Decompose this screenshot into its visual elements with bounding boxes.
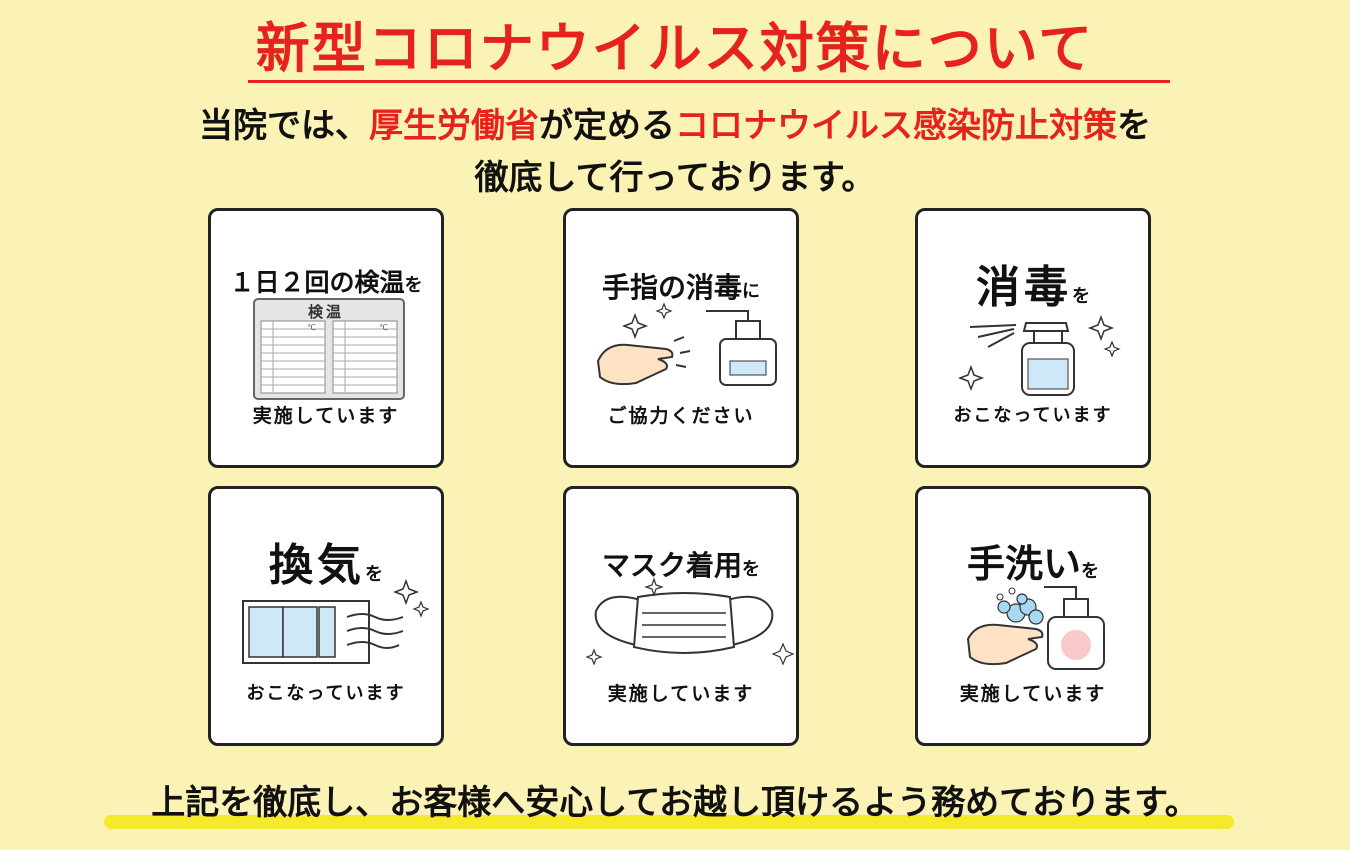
intro-text: 当院では、厚生労働省が定めるコロナウイルス感染防止対策を 徹底して行っております… — [0, 100, 1350, 204]
card-subtitle: 実施しています — [959, 683, 1107, 705]
window-ventilation-icon — [242, 578, 430, 664]
card-temperature-check: １日２回の検温を 検温 ℃ ℃ 実施しています — [208, 208, 444, 468]
card-hand-washing: 手洗いを 実施しています — [915, 486, 1151, 746]
footer-text: 上記を徹底し、お客様へ安心してお越し頂けるよう務めております。 — [151, 783, 1199, 823]
card-subtitle: 実施しています — [252, 405, 400, 427]
card-subtitle: ご協力ください — [607, 405, 755, 427]
card-title-particle: を — [1081, 561, 1099, 582]
unit-celsius: ℃ — [379, 323, 388, 332]
hand-and-soap-icon — [966, 586, 1105, 670]
card-title: １日２回の検温を — [211, 263, 441, 299]
card-title-main: １日２回の検温 — [229, 268, 405, 297]
ministry-name: 厚生労働省 — [369, 106, 539, 146]
card-title: 消毒を — [918, 251, 1148, 315]
card-title-particle: を — [404, 275, 423, 296]
footer-highlight-marker — [104, 815, 1234, 829]
page-title: 新型コロナウイルス対策について — [255, 17, 1095, 80]
card-title-main: 手洗い — [966, 542, 1081, 586]
card-title: 換気を — [211, 529, 441, 593]
card-subtitle: おこなっています — [953, 405, 1113, 426]
card-title-particle: に — [742, 281, 760, 302]
card-hand-sanitizing: 手指の消毒に ご協力ください — [563, 208, 799, 468]
card-subtitle: おこなっています — [246, 683, 406, 704]
card-disinfection: 消毒を おこなっています — [915, 208, 1151, 468]
card-title-main: マスク着用 — [601, 549, 742, 582]
card-title-main: 換気 — [269, 540, 365, 591]
infection-measures: コロナウイルス感染防止対策 — [675, 106, 1117, 146]
intro-line-1-part-3: を — [1117, 106, 1151, 146]
temperature-sheet-label: 検温 — [307, 303, 344, 321]
intro-line-1: 当院では、厚生労働省が定めるコロナウイルス感染防止対策を — [0, 100, 1350, 152]
card-subtitle: 実施しています — [607, 683, 755, 705]
card-title: 手洗いを — [918, 533, 1148, 588]
card-title: 手指の消毒に — [566, 266, 796, 306]
card-ventilation: 換気を おこなっています — [208, 486, 444, 746]
intro-line-1-part-2: が定める — [539, 106, 675, 146]
unit-celsius: ℃ — [307, 323, 316, 332]
temperature-sheet-icon — [253, 298, 405, 400]
hand-and-sanitizer-icon — [596, 302, 777, 386]
spray-bottle-icon — [957, 314, 1121, 396]
title-underline — [248, 80, 1170, 83]
intro-line-2: 徹底して行っております。 — [474, 158, 876, 198]
card-title-particle: を — [1072, 286, 1090, 307]
card-title-particle: を — [365, 564, 383, 585]
mask-icon — [585, 577, 795, 666]
card-title-particle: を — [742, 559, 760, 580]
card-title: マスク着用を — [566, 544, 796, 584]
intro-line-1-part-1: 当院では、 — [199, 106, 369, 146]
card-title-main: 消毒 — [976, 262, 1072, 313]
card-title-main: 手指の消毒 — [601, 271, 742, 304]
card-mask-wearing: マスク着用を 実施しています — [563, 486, 799, 746]
